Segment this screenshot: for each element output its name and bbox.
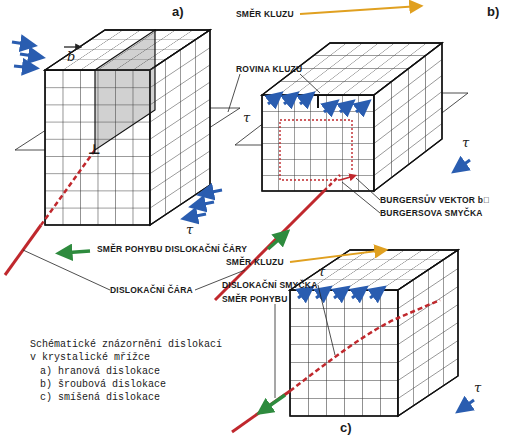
shear-arrow [284,95,295,104]
lattice-cube [290,250,458,416]
panel-letter: b) [487,4,499,19]
burgers-loop-label: BURGERSOVA SMYČKA [380,208,483,218]
shear-arrow [12,42,32,45]
extra-half-plane [95,30,155,150]
motion-arrow [262,395,285,411]
lattice-face [262,95,374,191]
shear-arrow [186,214,206,218]
dislocation-line [41,150,95,225]
motion-arrow [62,251,90,253]
burgers-loop [280,120,352,180]
motion-direction-label: SMĚR POHYBU [222,294,288,304]
shear-arrow [268,95,279,104]
shear-arrow [370,289,382,298]
shear-stress-symbol: τ [462,135,469,150]
leader-line [23,250,110,290]
shear-arrows [12,42,222,218]
edge-dislocation-symbol: ⊥ [88,141,101,157]
panel-letter: a) [172,4,184,19]
shear-arrow [334,289,346,298]
slip-direction-label: SMĚR KLUZU [236,9,294,19]
leader-line [228,74,240,112]
burgers-vector-symbol: b [67,49,75,64]
shear-arrows [268,95,470,170]
lattice-face [374,43,442,191]
shear-arrow [316,289,328,298]
shear-stress-symbol: τ [186,222,193,237]
slip-direction-arrow [290,250,385,262]
shear-arrow [460,400,474,410]
shear-arrow [20,54,40,57]
dislocation-line [324,175,340,191]
lattice-face [262,95,374,191]
slip-plane-label: ROVINA KLUZU [236,64,302,74]
shear-arrow [352,289,364,298]
lattice-face [290,290,398,416]
shear-stress-symbol: τ [243,110,250,125]
shear-arrow [356,103,367,112]
lattice-face [398,250,458,416]
shear-arrow [324,103,335,112]
leader-line [318,285,335,355]
dislocation-line [232,391,290,432]
shear-arrow [194,202,214,206]
leader-lines [23,74,380,398]
shear-arrow [300,95,311,104]
shear-arrow [14,66,34,68]
dislocation-line-label: DISLOKAČNÍ ČÁRA [110,285,193,295]
shear-stress-symbol: τ [474,380,481,395]
shear-stress-symbol: τ [318,264,325,279]
shear-arrows [298,289,474,410]
lattice-face [374,43,442,191]
legend-item: c) smíšená dislokace [40,392,160,403]
lattice-cube [45,30,210,225]
shear-arrow [340,103,351,112]
motion-direction-label: SMĚR POHYBU DISLOKAČNÍ ČÁRY [97,244,247,254]
lattice-face [398,250,458,416]
screw-step [317,95,319,108]
slip-direction-arrow [300,6,420,14]
lattice-face [290,290,398,416]
motion-arrow [268,234,285,249]
burgers-vector-label: BURGERSŮV VEKTOR b⃗ [380,195,489,205]
lattice-face [150,30,210,225]
caption-text: Schématické znázornění dislokací v kryst… [30,338,230,364]
legend-item: a) hranová dislokace [40,366,160,377]
burgers-vector-arrow [340,176,354,180]
dislocation-loop-label: DISLOKAČNÍ SMYČKA [222,280,318,290]
shear-arrow [456,160,470,170]
shear-arrow [298,289,310,298]
leader-line [300,74,320,93]
lattice-face [150,30,210,225]
leader-line [342,182,380,213]
dislocation-loop [290,300,440,391]
slip-direction-label: SMĚR KLUZU [226,257,284,267]
burgers-vector-arrow [64,46,80,47]
shear-arrow [202,190,222,194]
panel-letter: c) [340,420,352,435]
leader-line [275,304,276,398]
legend-item: b) šroubová dislokace [40,379,166,390]
